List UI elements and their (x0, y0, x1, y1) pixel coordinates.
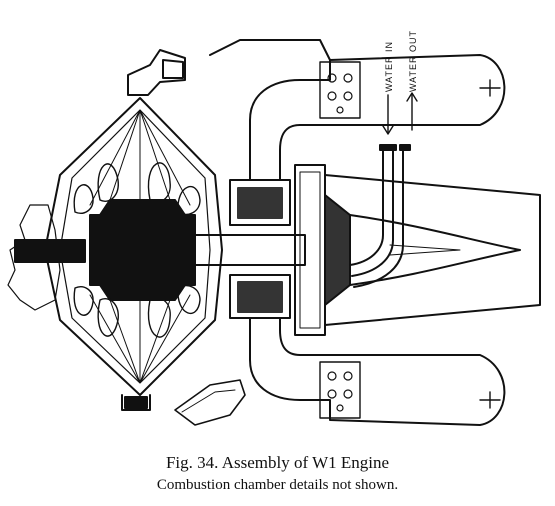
bottom-element (121, 394, 151, 411)
upper-combustion-chamber (209, 39, 506, 181)
caption-title: Fig. 34. Assembly of W1 Engine (165, 453, 390, 472)
water-arrows (382, 92, 418, 135)
impeller (89, 199, 196, 301)
main-shaft (194, 179, 306, 319)
turbine-disc (294, 164, 351, 336)
caption-note: Combustion chamber details not shown. (156, 477, 399, 493)
water-out-label: WATER OUT (408, 30, 418, 92)
exhaust-nozzle (324, 174, 541, 326)
water-pipes (349, 144, 411, 288)
engine-assembly-drawing: WATER IN WATER OUT (7, 30, 541, 426)
water-in-label: WATER IN (384, 41, 394, 92)
figure-caption: Fig. 34. Assembly of W1 Engine Combustio… (0, 452, 555, 496)
top-auxiliary (127, 49, 186, 96)
intake-housing (7, 204, 86, 311)
lower-combustion-chamber (174, 317, 506, 426)
